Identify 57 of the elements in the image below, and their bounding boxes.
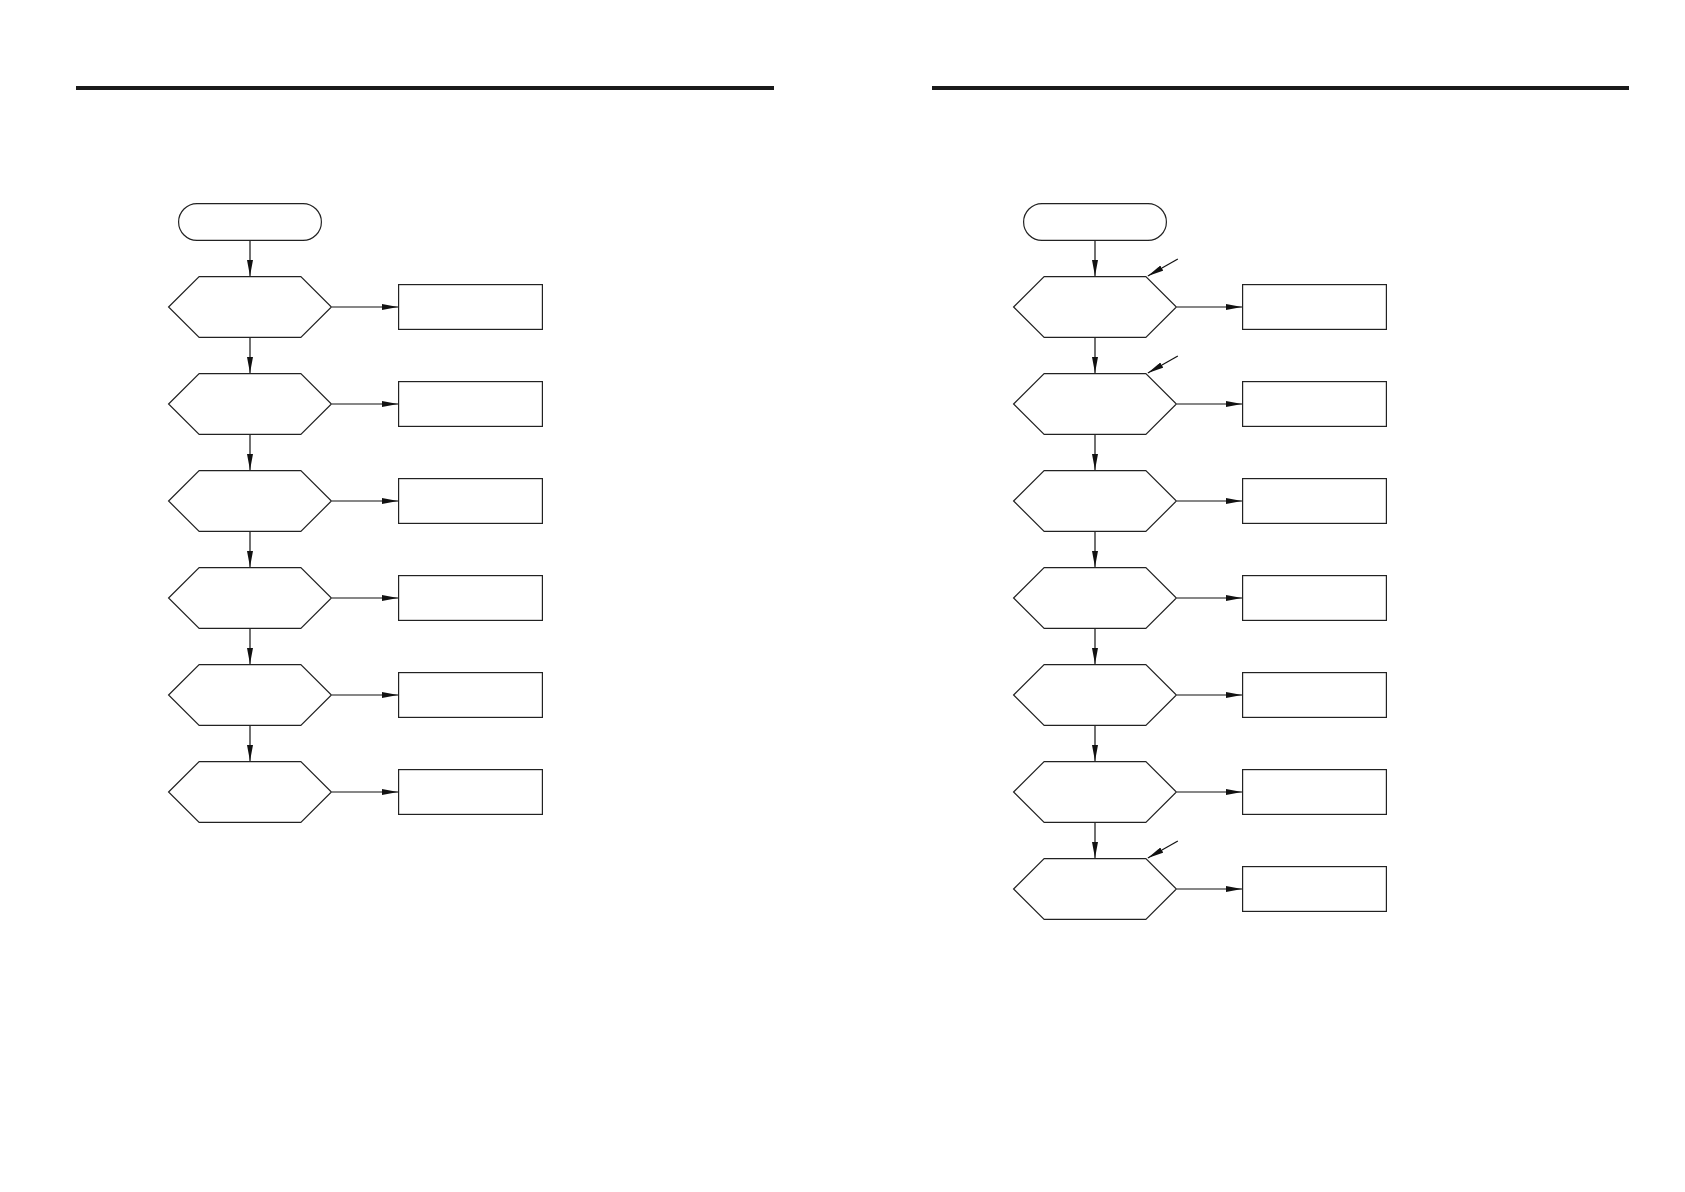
arrow — [331, 304, 399, 310]
decision-hexagon — [1013, 373, 1177, 435]
leader-arrow — [1147, 840, 1179, 859]
arrow — [247, 337, 253, 374]
arrow — [1176, 789, 1243, 795]
process-box — [1242, 672, 1387, 718]
process-box — [1242, 575, 1387, 621]
arrow — [331, 789, 399, 795]
arrow — [1176, 304, 1243, 310]
arrow — [331, 692, 399, 698]
terminator-shape — [1023, 203, 1167, 241]
arrow — [1092, 531, 1098, 568]
arrow — [331, 401, 399, 407]
process-box — [398, 381, 543, 427]
leader-arrow — [1147, 355, 1179, 374]
decision-hexagon — [1013, 276, 1177, 338]
arrow — [247, 628, 253, 665]
arrow — [1176, 692, 1243, 698]
process-box — [398, 672, 543, 718]
arrow — [1176, 401, 1243, 407]
arrow — [247, 725, 253, 762]
arrow — [247, 240, 253, 277]
process-box — [1242, 381, 1387, 427]
decision-hexagon — [168, 470, 332, 532]
arrow — [1092, 628, 1098, 665]
decision-hexagon — [1013, 567, 1177, 629]
process-box — [1242, 866, 1387, 912]
process-box — [398, 769, 543, 815]
arrow — [247, 434, 253, 471]
decision-hexagon — [1013, 858, 1177, 920]
decision-hexagon — [168, 664, 332, 726]
decision-hexagon — [168, 373, 332, 435]
process-box — [398, 478, 543, 524]
process-box — [1242, 284, 1387, 330]
leader-arrow — [1147, 258, 1179, 277]
decision-hexagon — [168, 761, 332, 823]
arrow — [1092, 240, 1098, 277]
arrow — [1176, 886, 1243, 892]
process-box — [1242, 769, 1387, 815]
arrow — [1092, 337, 1098, 374]
arrow — [1176, 595, 1243, 601]
arrow — [1092, 822, 1098, 859]
arrow — [1092, 725, 1098, 762]
decision-hexagon — [168, 276, 332, 338]
decision-hexagon — [1013, 470, 1177, 532]
arrow — [1176, 498, 1243, 504]
decision-hexagon — [1013, 761, 1177, 823]
arrow — [331, 498, 399, 504]
terminator-shape — [178, 203, 322, 241]
process-box — [1242, 478, 1387, 524]
arrow — [331, 595, 399, 601]
arrow — [1092, 434, 1098, 471]
arrow — [247, 531, 253, 568]
decision-hexagon — [168, 567, 332, 629]
decision-hexagon — [1013, 664, 1177, 726]
process-box — [398, 284, 543, 330]
process-box — [398, 575, 543, 621]
